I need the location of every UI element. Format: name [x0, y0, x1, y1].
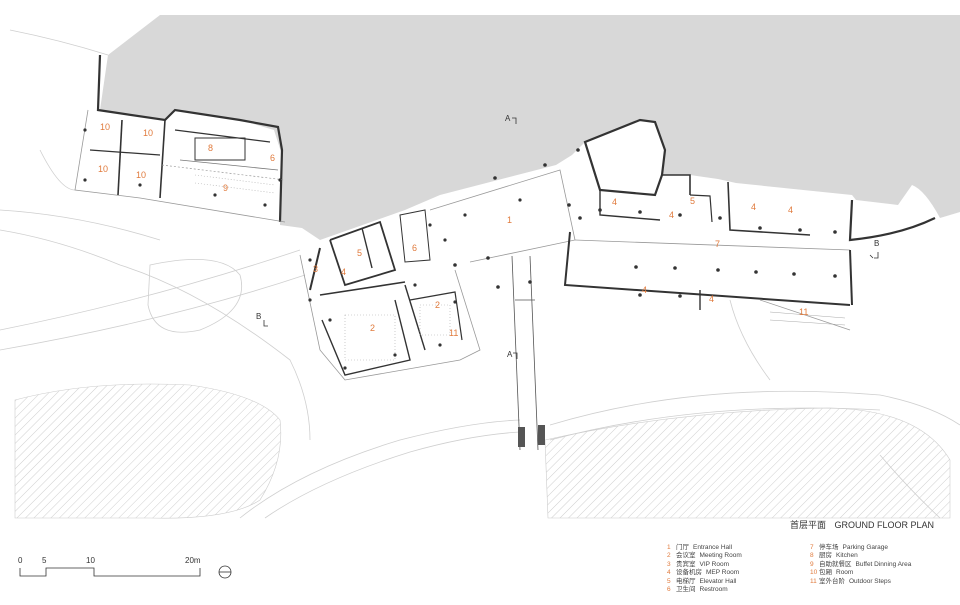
- section-label-b-left: B: [256, 312, 261, 321]
- scale-label-10: 10: [86, 556, 95, 565]
- drawing-title: 首层平面 GROUND FLOOR PLAN: [790, 518, 940, 531]
- section-label-a-top: A: [505, 114, 511, 123]
- building-left-wing: [74, 54, 286, 223]
- room-labels: 10 10 10 10 8 6 9 3 4 5 6 1 2 2 11 4 5 4…: [98, 122, 808, 338]
- room-label-4d: 4: [751, 202, 756, 212]
- rock-mass: [100, 15, 960, 240]
- room-label-9: 9: [223, 183, 228, 193]
- room-label-10a: 10: [100, 122, 110, 132]
- room-label-6b: 6: [412, 243, 417, 253]
- room-label-4c: 4: [669, 210, 674, 220]
- scale-bar: 0 5 10 20m: [18, 556, 201, 577]
- section-label-b-right: B: [874, 239, 879, 248]
- room-label-4e: 4: [788, 205, 793, 215]
- building-right-wing: [563, 118, 936, 331]
- room-label-5a: 5: [357, 248, 362, 258]
- room-label-6a: 6: [270, 153, 275, 163]
- room-label-8: 8: [208, 143, 213, 153]
- room-label-4a: 4: [341, 267, 346, 277]
- hatched-terrain-left: [14, 383, 282, 519]
- room-label-10d: 10: [136, 170, 146, 180]
- room-label-4b: 4: [612, 197, 617, 207]
- building-center: [299, 169, 576, 381]
- section-label-a-bottom: A: [507, 350, 513, 359]
- north-arrow-icon: [218, 565, 232, 579]
- room-label-11b: 11: [799, 307, 808, 317]
- room-label-4f: 4: [642, 285, 647, 295]
- title-cn: 首层平面: [790, 520, 827, 530]
- room-label-2b: 2: [435, 300, 440, 310]
- room-label-3: 3: [313, 264, 318, 274]
- hatched-terrain-right: [544, 407, 951, 519]
- bridge-pier-left: [518, 427, 525, 447]
- room-label-7: 7: [715, 239, 720, 249]
- scale-label-0: 0: [18, 556, 23, 565]
- room-label-10b: 10: [143, 128, 153, 138]
- section-marks: [263, 117, 879, 359]
- room-label-10c: 10: [98, 164, 108, 174]
- scale-label-5: 5: [42, 556, 47, 565]
- bridge-pier-right: [538, 425, 545, 445]
- site-lines: [0, 29, 960, 519]
- room-label-1: 1: [507, 215, 512, 225]
- room-label-4g: 4: [709, 294, 714, 304]
- title-en: GROUND FLOOR PLAN: [834, 520, 935, 530]
- scale-label-20: 20m: [185, 556, 201, 565]
- room-label-5b: 5: [690, 196, 695, 206]
- room-label-11a: 11: [449, 328, 458, 338]
- room-label-2a: 2: [370, 323, 375, 333]
- structural-columns: [83, 128, 837, 370]
